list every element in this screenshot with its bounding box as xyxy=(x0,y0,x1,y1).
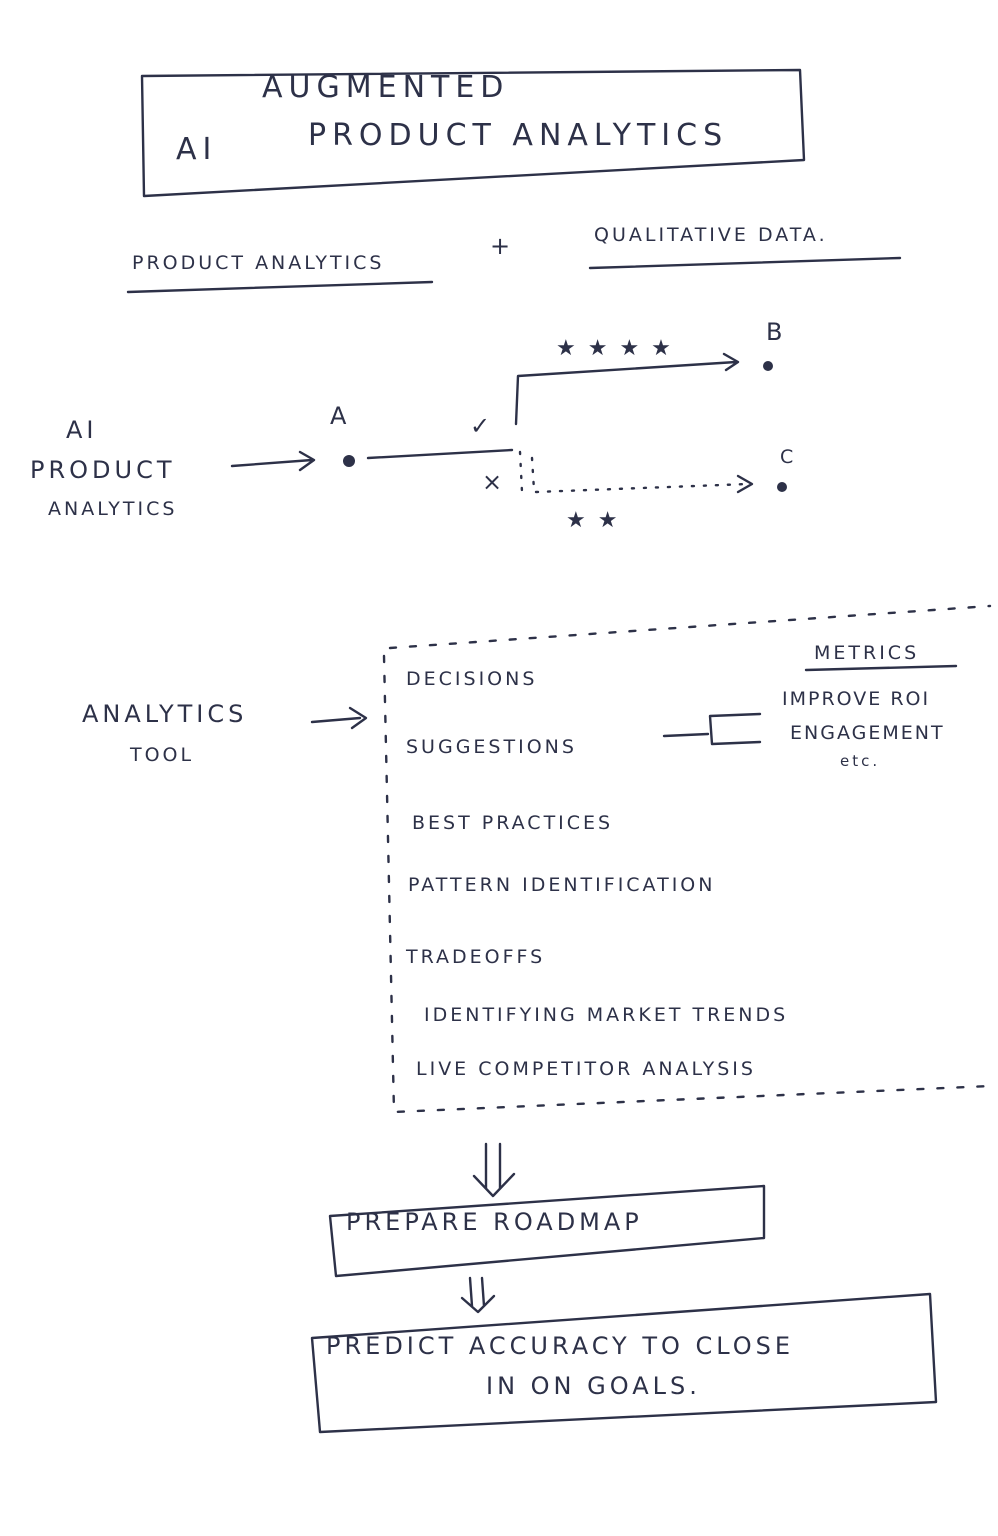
roadmap-text: PREPARE ROADMAP xyxy=(346,1208,643,1236)
point-b-dot xyxy=(763,361,773,371)
branch-upper xyxy=(514,352,740,426)
tool-item-best-practices: BEST PRACTICES xyxy=(412,812,614,834)
formula-right: QUALITATIVE DATA. xyxy=(594,224,828,246)
point-c-label: C xyxy=(780,446,797,468)
connector-suggestions-metrics xyxy=(662,712,762,746)
branch-lower-head xyxy=(736,474,754,494)
tool-item-suggestions: SUGGESTIONS xyxy=(406,736,577,758)
double-arrow-predict xyxy=(460,1276,496,1314)
underline-qualitative-data xyxy=(588,256,902,270)
double-arrow-roadmap xyxy=(472,1142,516,1198)
cross-mark-icon: × xyxy=(482,468,507,496)
tool-item-market-trends: IDENTIFYING MARKET TRENDS xyxy=(424,1004,789,1026)
point-a-dot xyxy=(343,455,355,467)
underline-metrics xyxy=(804,664,958,672)
tool-item-tradeoffs: TRADEOFFS xyxy=(406,946,546,968)
title-line1: AUGMENTED xyxy=(262,70,510,105)
lower-stars-icon: ★★ xyxy=(566,508,630,533)
tool-label-line2: TOOL xyxy=(130,744,195,766)
check-mark-icon: ✓ xyxy=(470,412,495,440)
formula-plus: + xyxy=(490,232,515,260)
tool-label-line1: ANALYTICS xyxy=(82,700,248,728)
point-a-label: A xyxy=(330,402,351,430)
predict-text-line1: PREDICT ACCURACY TO CLOSE xyxy=(326,1332,795,1360)
flow-source-line1: AI xyxy=(66,416,98,444)
upper-stars-icon: ★★★★ xyxy=(556,336,683,361)
underline-product-analytics xyxy=(126,280,434,294)
arrow-to-a xyxy=(230,450,316,472)
title-line2-rest: PRODUCT ANALYTICS xyxy=(308,118,729,153)
predict-box xyxy=(310,1292,938,1434)
line-a-to-branch xyxy=(366,448,514,460)
metrics-heading: METRICS xyxy=(814,642,920,664)
metrics-line3: etc. xyxy=(840,752,881,770)
title-line2-ai: AI xyxy=(176,132,218,167)
flow-source-line2: PRODUCT xyxy=(30,456,176,484)
point-c-dot xyxy=(777,482,787,492)
predict-text-line2: IN ON GOALS. xyxy=(486,1372,701,1400)
metrics-line1: IMPROVE ROI xyxy=(782,688,931,710)
metrics-line2: ENGAGEMENT xyxy=(790,722,945,744)
flow-source-line3: ANALYTICS xyxy=(48,498,178,520)
formula-left: PRODUCT ANALYTICS xyxy=(132,252,385,274)
roadmap-box xyxy=(328,1184,766,1278)
arrow-to-tool-list xyxy=(310,706,368,730)
branch-lower xyxy=(518,450,750,494)
title-box xyxy=(140,68,806,198)
tool-items-enclosure xyxy=(382,604,992,1114)
tool-item-competitor-analysis: LIVE COMPETITOR ANALYSIS xyxy=(416,1058,756,1080)
tool-item-pattern-identification: PATTERN IDENTIFICATION xyxy=(408,874,716,896)
tool-item-decisions: DECISIONS xyxy=(406,668,538,690)
point-b-label: B xyxy=(766,318,787,346)
